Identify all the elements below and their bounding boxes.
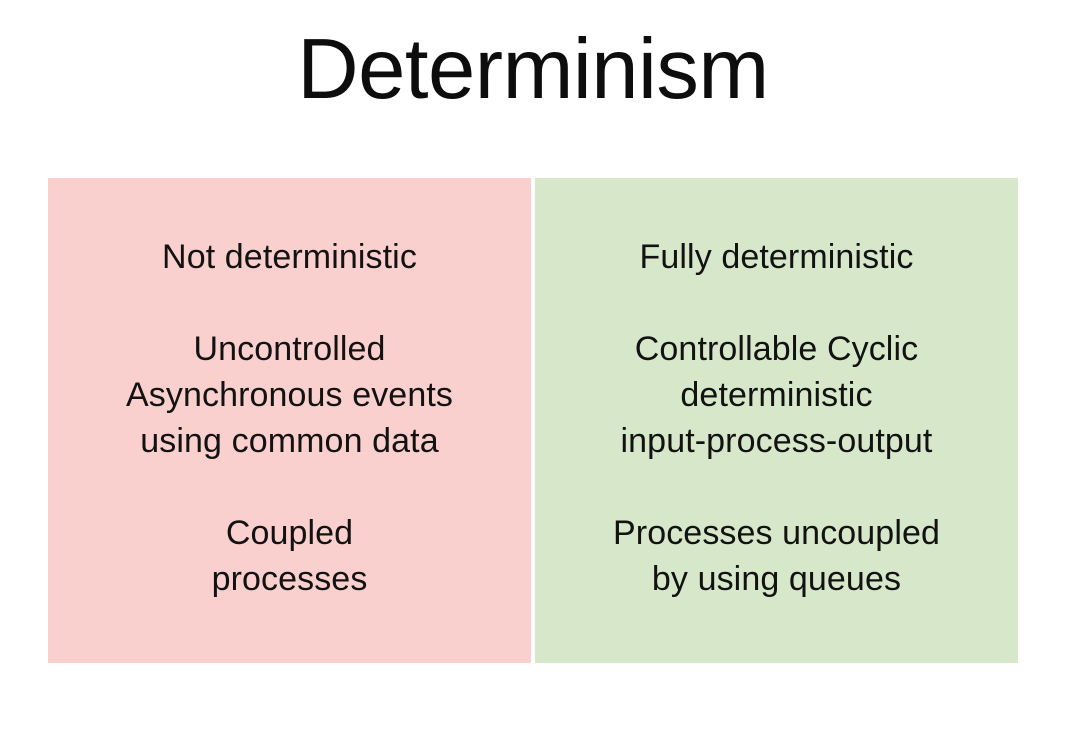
left-heading-block: Not deterministic (48, 234, 531, 280)
left-detail-line-1: Uncontrolled (193, 330, 386, 368)
right-heading-line-1: Fully deterministic (639, 238, 914, 276)
page-title: Determinism (297, 22, 769, 117)
column-fully-deterministic: Fully deterministic Controllable Cyclic … (535, 178, 1018, 663)
column-divider (531, 178, 535, 663)
right-detail-block: Controllable Cyclic deterministic input-… (535, 326, 1018, 464)
right-detail-line-2: deterministic (680, 376, 873, 414)
left-detail-line-2: Asynchronous events (126, 376, 453, 414)
right-summary-block: Processes uncoupled by using queues (535, 510, 1018, 602)
left-summary-line-2: processes (211, 560, 368, 598)
comparison-table: Not deterministic Uncontrolled Asynchron… (48, 178, 1018, 663)
right-spacer-2 (535, 464, 1018, 510)
right-detail-line-1: Controllable Cyclic (634, 330, 919, 368)
left-summary-line-1: Coupled (225, 514, 354, 552)
column-not-deterministic: Not deterministic Uncontrolled Asynchron… (48, 178, 531, 663)
right-heading-block: Fully deterministic (535, 234, 1018, 280)
left-spacer-1 (48, 280, 531, 326)
right-summary-line-2: by using queues (651, 560, 902, 598)
left-summary-block: Coupled processes (48, 510, 531, 602)
left-heading-line-1: Not deterministic (162, 238, 417, 276)
left-detail-block: Uncontrolled Asynchronous events using c… (48, 326, 531, 464)
left-detail-line-3: using common data (140, 422, 439, 460)
left-spacer-2 (48, 464, 531, 510)
right-summary-line-1: Processes uncoupled (613, 514, 940, 552)
right-detail-line-3: input-process-output (620, 422, 933, 460)
right-spacer-1 (535, 280, 1018, 326)
